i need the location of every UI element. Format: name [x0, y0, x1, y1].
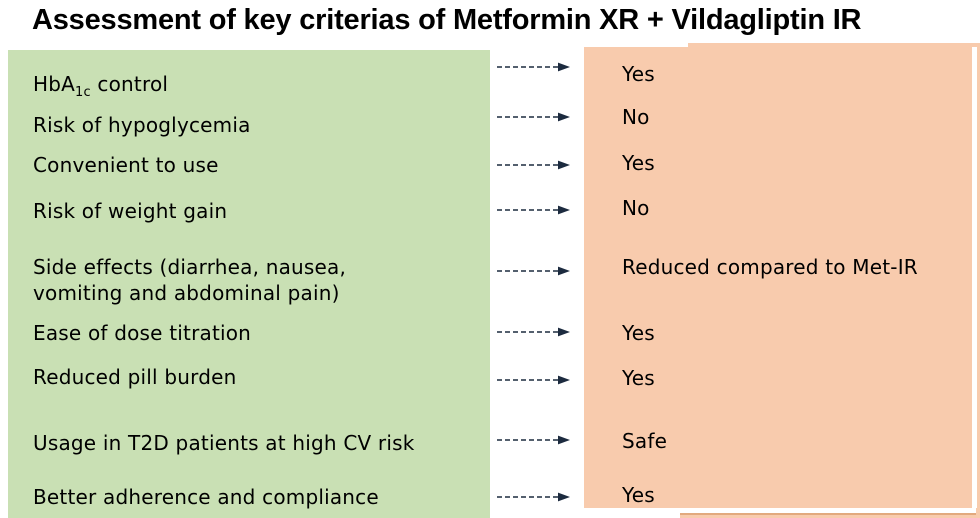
assessment-value: No	[622, 105, 650, 129]
panel-gap-horizontal	[490, 508, 976, 513]
dashed-arrow-icon	[497, 327, 570, 337]
assessment-value: Yes	[622, 321, 655, 345]
criterion-label-side-effects: Side effects (diarrhea, nausea, vomiting…	[33, 255, 347, 305]
criterion-label-weight-gain: Risk of weight gain	[33, 199, 228, 223]
assessment-panel	[584, 47, 972, 508]
assessment-value: Safe	[622, 429, 668, 453]
criterion-label-cv-risk: Usage in T2D patients at high CV risk	[33, 431, 415, 455]
subscript-1c: 1c	[75, 85, 91, 100]
assessment-value: Yes	[622, 151, 655, 175]
assessment-panel-bottom-edge	[680, 513, 976, 518]
criterion-label-dose-titration: Ease of dose titration	[33, 321, 252, 345]
dashed-arrow-icon	[497, 205, 570, 215]
assessment-value: No	[622, 196, 650, 220]
dashed-arrow-icon	[497, 435, 570, 445]
criterion-label-hypoglycemia: Risk of hypoglycemia	[33, 113, 251, 137]
dashed-arrow-icon	[497, 160, 570, 170]
criterion-label-hba1c: HbA1c control	[33, 72, 169, 100]
criterion-label-adherence: Better adherence and compliance	[33, 485, 379, 509]
criteria-panel	[8, 50, 490, 518]
criterion-label-pill-burden: Reduced pill burden	[33, 365, 237, 389]
dashed-arrow-icon	[497, 62, 570, 72]
page-title: Assessment of key criterias of Metformin…	[32, 4, 862, 36]
dashed-arrow-icon	[497, 375, 570, 385]
assessment-value: Reduced compared to Met-IR	[622, 255, 918, 279]
dashed-arrow-icon	[497, 266, 570, 276]
criterion-label-convenience: Convenient to use	[33, 153, 219, 177]
dashed-arrow-icon	[497, 112, 570, 122]
assessment-value: Yes	[622, 62, 655, 86]
assessment-value: Yes	[622, 366, 655, 390]
assessment-value: Yes	[622, 483, 655, 507]
panel-gap-vertical	[972, 47, 977, 508]
dashed-arrow-icon	[497, 492, 570, 502]
